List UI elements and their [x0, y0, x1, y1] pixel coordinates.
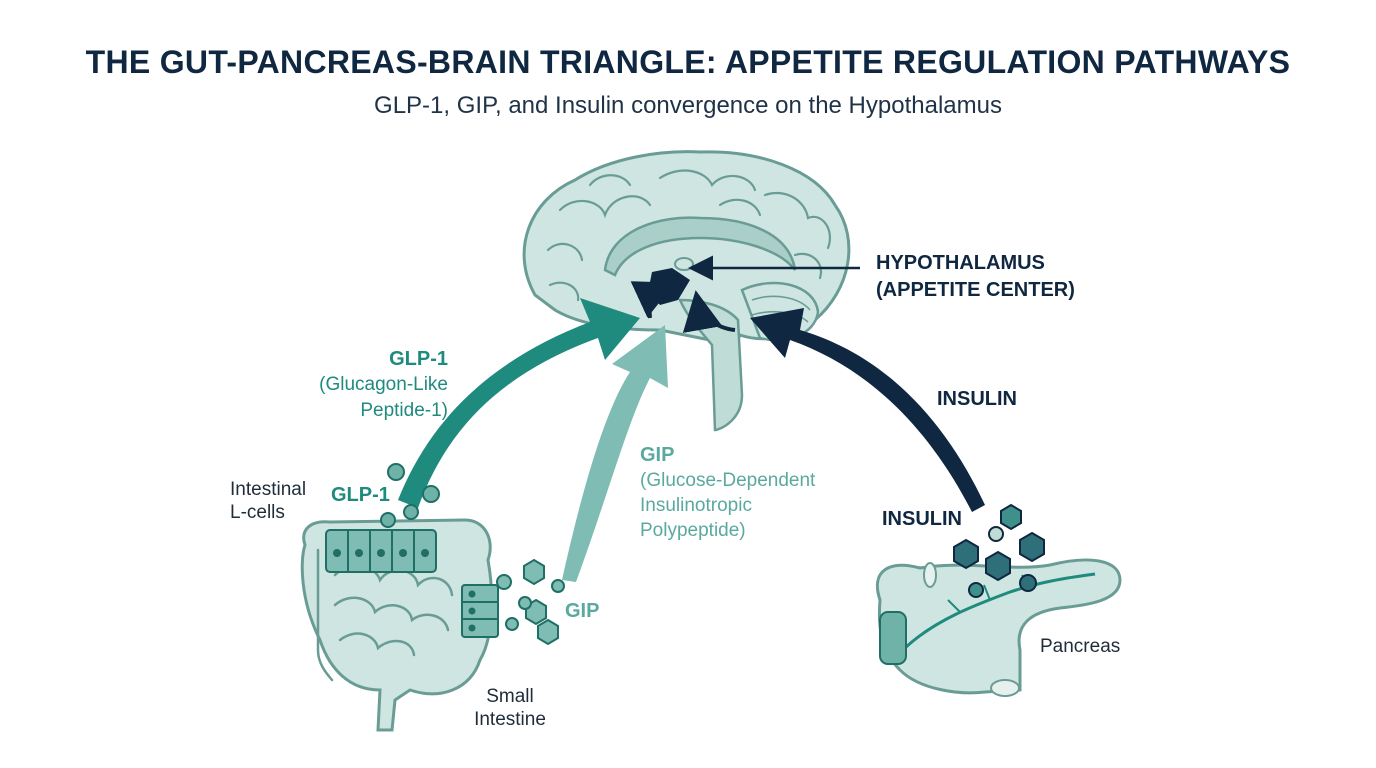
gip-arrow-line2: Insulinotropic — [640, 495, 752, 516]
insulin-inner-arrow — [682, 290, 736, 333]
glp1-arrow-line2: Peptide-1) — [360, 400, 448, 421]
insulin-arrow — [750, 308, 985, 512]
intestinal-l-cells-label: Intestinal L-cells — [230, 478, 306, 524]
glp1-arrow-label: GLP-1 (Glucagon-Like Peptide-1) — [280, 346, 448, 424]
page-subtitle: GLP-1, GIP, and Insulin convergence on t… — [374, 92, 1002, 119]
hypothalamus-label-line2: (APPETITE CENTER) — [876, 279, 1075, 301]
insulin-secretion-label: INSULIN — [882, 508, 962, 530]
insulin-arrow-label: INSULIN — [937, 388, 1017, 410]
gip-arrow — [562, 325, 668, 582]
glp1-inner-arrow — [630, 281, 676, 319]
hypothalamus-label-line1: HYPOTHALAMUS — [876, 252, 1045, 274]
small-intestine-illustration — [300, 518, 499, 732]
glp1-arrow — [398, 298, 640, 508]
gip-secretion-label: GIP — [565, 600, 600, 622]
insulin-molecules — [953, 503, 1045, 598]
glp1-secretion-label: GLP-1 — [331, 484, 390, 506]
gip-arrow-label: GIP (Glucose-Dependent Insulinotropic Po… — [640, 443, 815, 543]
page-title: THE GUT-PANCREAS-BRAIN TRIANGLE: APPETIT… — [85, 44, 1291, 80]
gip-arrow-line3: Polypeptide) — [640, 520, 746, 541]
hypothalamus-label: HYPOTHALAMUS (APPETITE CENTER) — [876, 250, 1075, 304]
l-cells-villi — [325, 529, 437, 573]
brain-illustration — [522, 150, 851, 432]
small-intestine-line2: Intestine — [474, 709, 546, 730]
glp1-molecules — [380, 463, 440, 528]
gip-molecules — [496, 558, 565, 646]
gip-arrow-line1: (Glucose-Dependent — [640, 470, 816, 491]
small-intestine-line1: Small — [486, 686, 534, 707]
l-cells-line2: L-cells — [230, 502, 285, 523]
k-cells-villi — [461, 584, 499, 638]
glp1-arrow-name: GLP-1 — [389, 348, 448, 370]
glp1-arrow-line1: (Glucagon-Like — [319, 374, 448, 395]
pancreas-illustration — [875, 558, 1122, 697]
l-cells-line1: Intestinal — [230, 479, 307, 500]
gip-arrow-name: GIP — [640, 444, 675, 466]
pancreas-label: Pancreas — [1040, 636, 1121, 657]
small-intestine-label: Small Intestine — [470, 685, 550, 731]
